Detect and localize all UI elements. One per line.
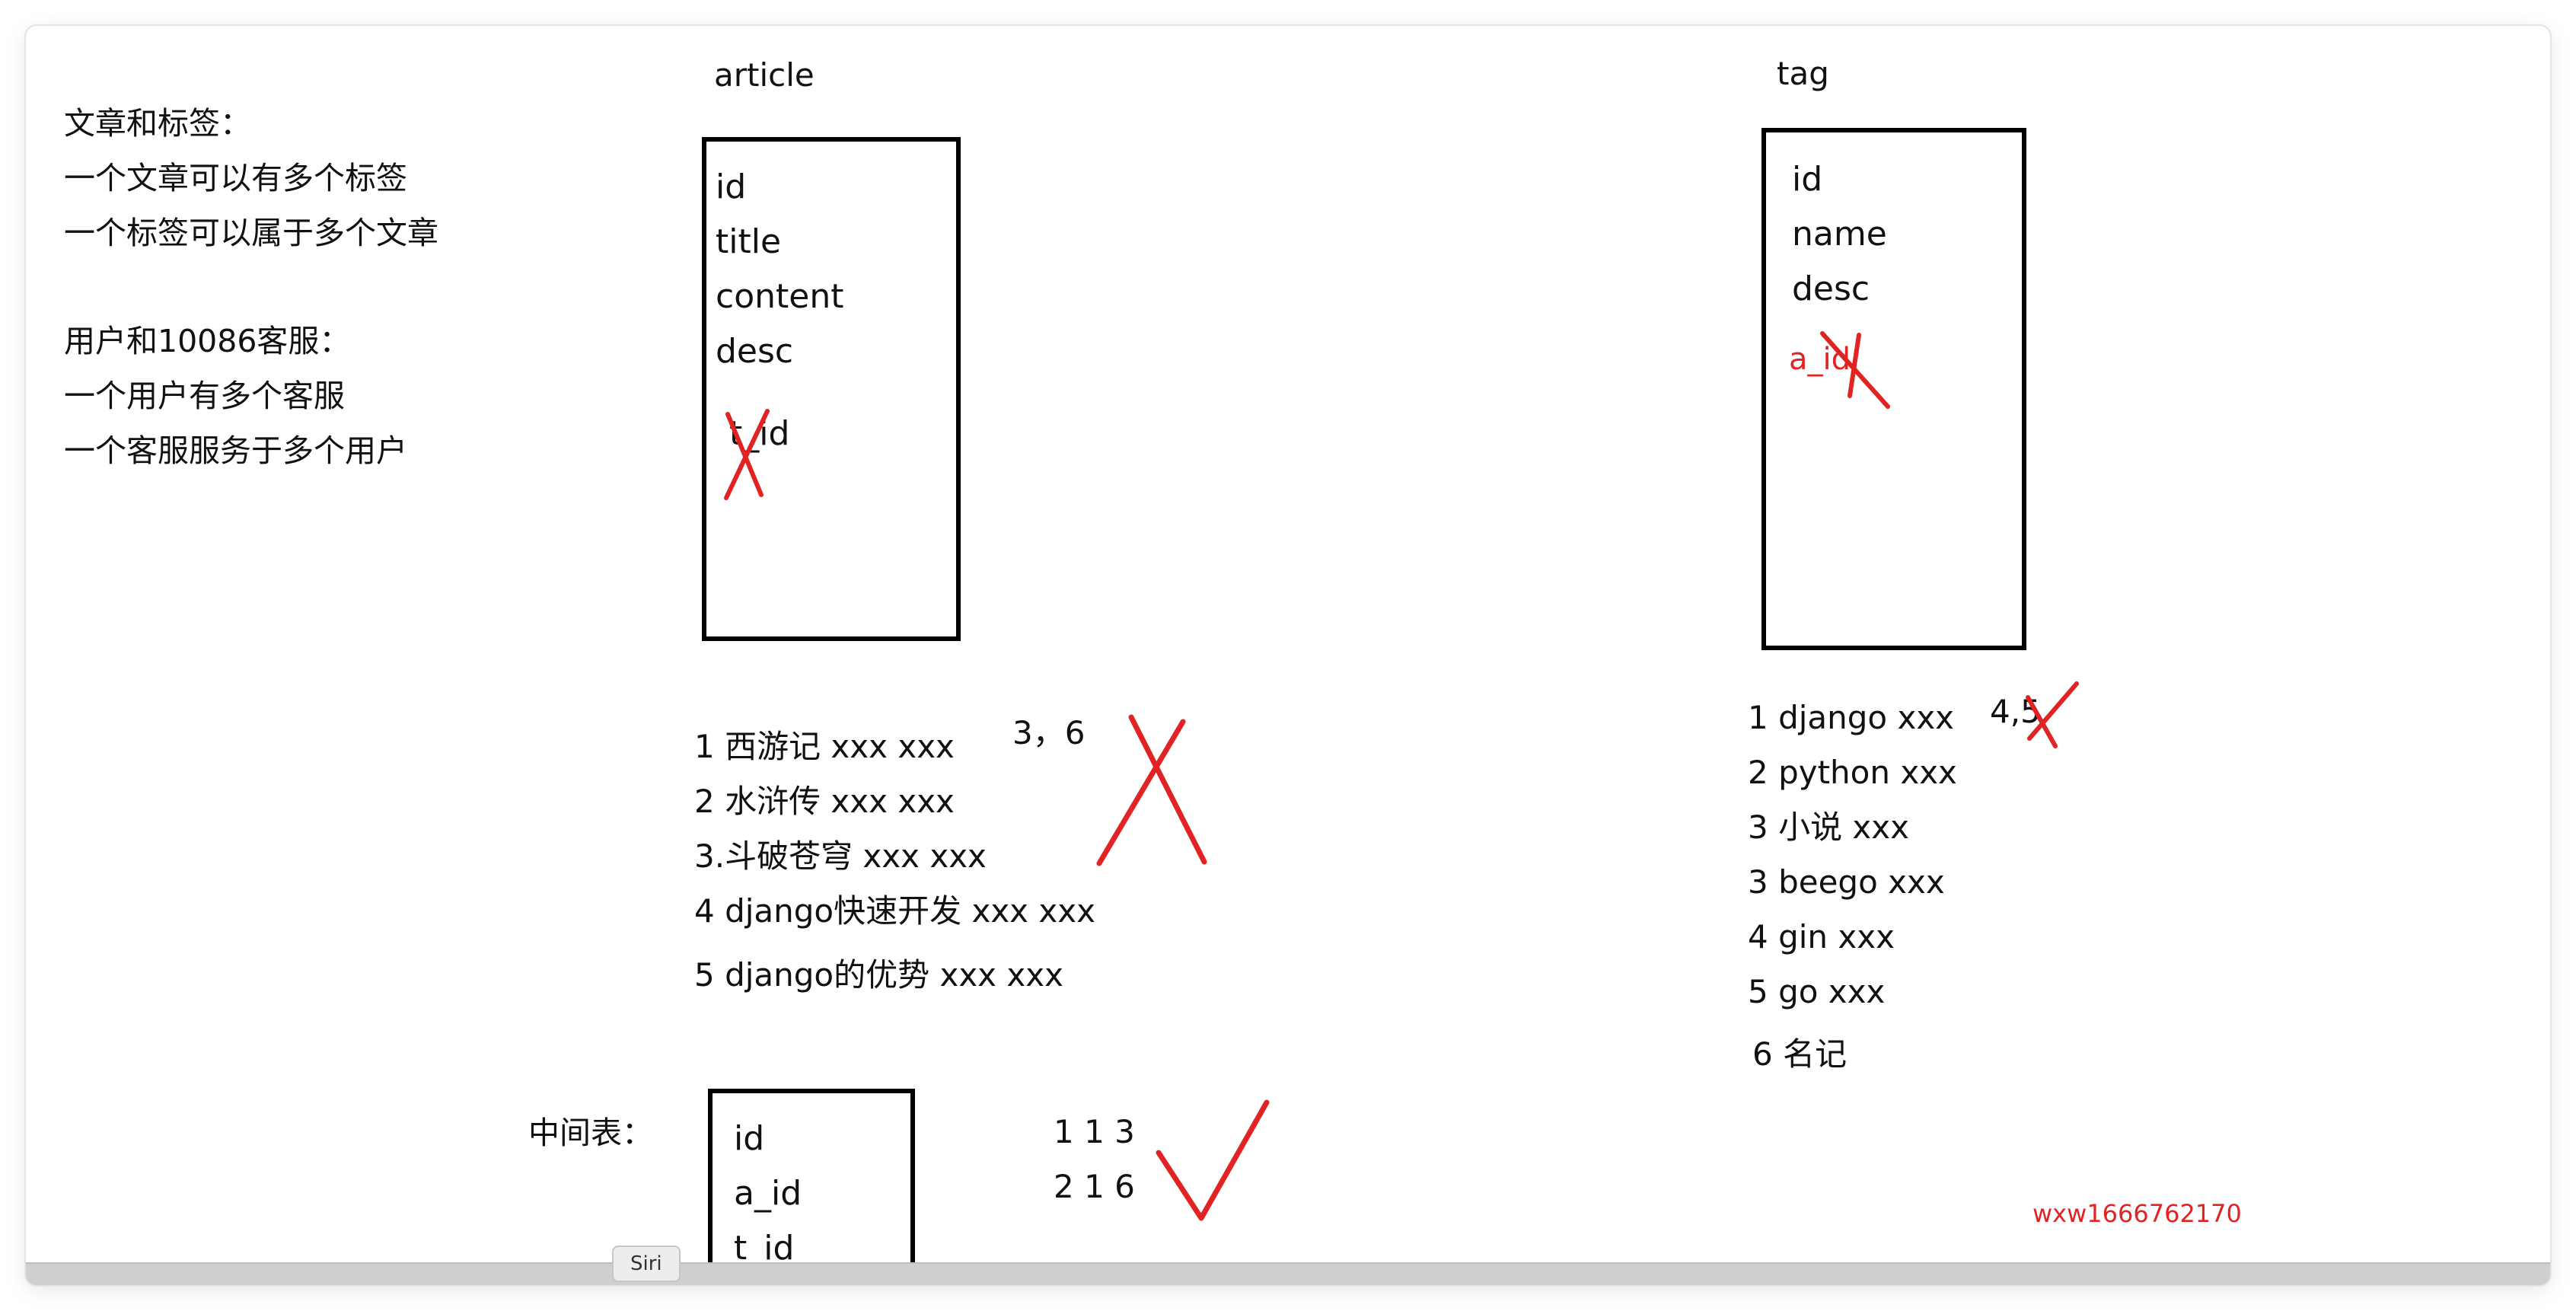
cross-mark-article (1096, 714, 1207, 866)
tag-field-desc: desc (1792, 270, 1870, 308)
middle-field-t-id: t_id (734, 1229, 795, 1268)
tag-table-box: id name desc a_id (1761, 128, 2026, 650)
diagram-window: 文章和标签： 一个文章可以有多个标签 一个标签可以属于多个文章 用户和10086… (26, 26, 2550, 1285)
article-row: 4 django快速开发 xxx xxx (694, 892, 1095, 930)
note-line: 一个用户有多个客服 (64, 378, 345, 414)
article-title: article (714, 56, 815, 94)
article-field-desc: desc (716, 332, 794, 371)
tag-row: 4 gin xxx (1748, 918, 1895, 955)
cross-mark-t-id (724, 409, 770, 500)
article-field-id: id (716, 167, 747, 206)
tag-row: 3 beego xxx (1748, 863, 1945, 901)
cross-mark-tag (2026, 681, 2079, 748)
article-crossed-ids: 3，6 (1012, 714, 1086, 751)
article-field-title: title (716, 222, 782, 261)
article-table-box: id title content desc t_id (702, 137, 961, 641)
article-row: 2 水浒传 xxx xxx (694, 783, 955, 820)
tag-field-name: name (1792, 215, 1887, 254)
middle-field-id: id (734, 1119, 765, 1158)
tag-row: 1 django xxx (1748, 699, 1955, 736)
tag-field-id: id (1792, 160, 1823, 199)
middle-row: 2 1 6 (1054, 1168, 1135, 1205)
watermark: wxw1666762170 (2032, 1199, 2242, 1228)
tag-row: 2 python xxx (1748, 754, 1957, 791)
article-field-content: content (716, 277, 844, 316)
middle-row: 1 1 3 (1054, 1113, 1135, 1150)
article-row: 5 django的优势 xxx xxx (694, 956, 1063, 994)
tag-field-a-id: a_id (1789, 342, 1851, 377)
article-row: 3.斗破苍穹 xxx xxx (694, 837, 987, 875)
note-line: 一个文章可以有多个标签 (64, 160, 407, 196)
article-row: 1 西游记 xxx xxx (694, 728, 955, 765)
siri-button[interactable]: Siri (612, 1246, 681, 1282)
middle-field-a-id: a_id (734, 1174, 802, 1213)
tag-row: 5 go xxx (1748, 973, 1886, 1010)
tag-title: tag (1777, 55, 1829, 92)
check-mark (1156, 1099, 1270, 1221)
note-line: 文章和标签： (64, 105, 251, 142)
middle-table-box: id a_id t_id (708, 1089, 915, 1285)
middle-table-label: 中间表： (528, 1115, 653, 1151)
tag-row: 3 小说 xxx (1748, 809, 1909, 846)
note-line: 一个标签可以属于多个文章 (64, 215, 438, 251)
note-line: 用户和10086客服： (64, 323, 351, 359)
note-line: 一个客服服务于多个用户 (64, 432, 407, 469)
tag-row: 6 名记 (1752, 1035, 1848, 1073)
cross-mark-a-id (1820, 331, 1890, 409)
bottom-scrollbar[interactable] (26, 1262, 2550, 1285)
